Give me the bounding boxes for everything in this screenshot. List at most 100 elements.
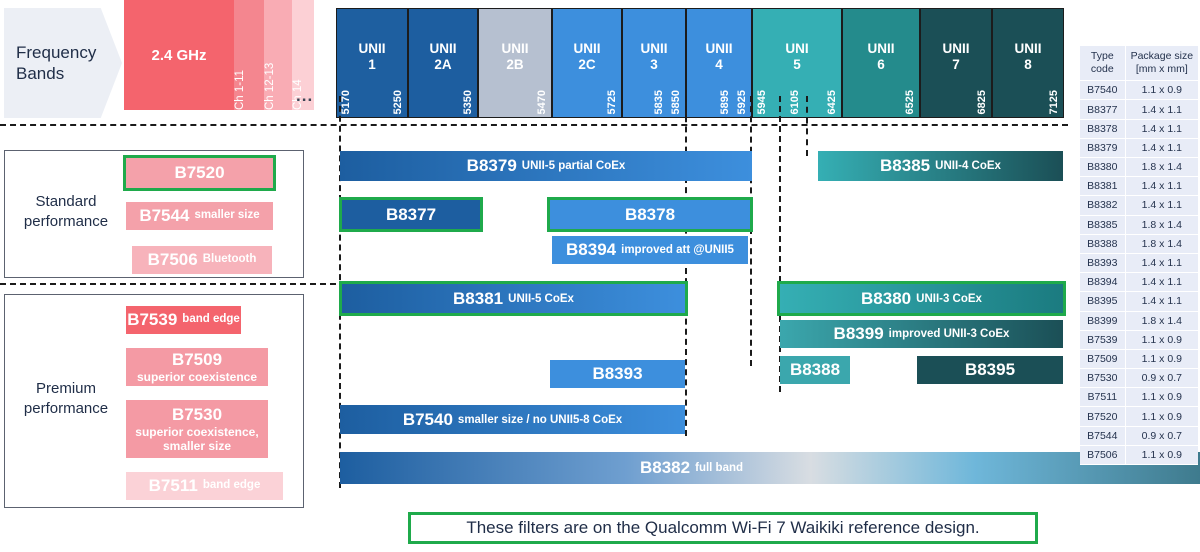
table-cell-type-code: B7544 [1087, 429, 1118, 442]
table-cell-type-code: B8388 [1087, 237, 1118, 250]
table-header-type-code: Type code [1080, 46, 1125, 80]
band-2ghz-main: 2.4 GHz [124, 0, 234, 110]
guide-5945 [779, 96, 781, 392]
band-header-name: UNII [867, 41, 895, 56]
filter-bar-b8378[interactable]: B8378 [547, 197, 753, 232]
table-cell-type-code: B7539 [1087, 333, 1118, 346]
filter-code: B8381 [453, 288, 504, 308]
table-row: B8399 1.8 x 1.4 [1080, 311, 1198, 331]
filter-code: B8393 [592, 364, 643, 383]
category-label-line1: Premium [35, 380, 96, 397]
part-code: B7511 [148, 475, 198, 495]
table-cell-type-code: B8377 [1087, 103, 1118, 116]
table-cell-type-code: B8378 [1087, 122, 1118, 135]
filter-code: B8399 [833, 324, 884, 343]
table-cell-type-code: B8380 [1087, 161, 1118, 174]
caption-text: These filters are on the Qualcomm Wi-Fi … [466, 518, 980, 537]
part-note: band edge [182, 313, 240, 326]
filter-note: full band [695, 462, 744, 474]
filter-bar-b8377[interactable]: B8377 [339, 197, 483, 232]
band-header-name: UNII [573, 41, 601, 56]
frequency-bands-label-line2: Bands [16, 64, 65, 83]
band-header-name: UNII [501, 41, 529, 56]
table-row: B7540 1.1 x 0.9 [1080, 81, 1198, 101]
filter-note: UNII-4 CoEx [935, 160, 1001, 172]
table-cell-package-size: 0.9 x 0.7 [1124, 426, 1198, 445]
band-header-name: UNII [640, 41, 668, 56]
band-2ghz-ch12-13: Ch 12-13 [264, 0, 292, 110]
part-code: B7509 [171, 349, 223, 369]
table-cell-package-size: 1.8 x 1.4 [1124, 234, 1198, 253]
table-cell-package-size: 1.8 x 1.4 [1124, 215, 1198, 234]
table-row: B8378 1.4 x 1.1 [1080, 119, 1198, 139]
category-label-line1: Standard [35, 193, 97, 210]
filter-code: B8377 [385, 204, 437, 224]
band-freq-tick-5895: 5895 [719, 89, 731, 114]
band-freq-tick-5250: 5250 [392, 89, 404, 114]
band-header-name: UNII [1014, 41, 1042, 56]
table-cell-package-size: 1.4 x 1.1 [1124, 119, 1198, 138]
band-freq-tick-5945: 5945 [756, 89, 768, 114]
table-cell-type-code: B8399 [1087, 314, 1118, 327]
table-cell-type-code: B8394 [1087, 276, 1118, 289]
band-freq-tick-6525: 6525 [904, 89, 916, 114]
band-freq-tick-6425: 6425 [826, 89, 838, 114]
filter-bar-b8395[interactable]: B8395 [917, 356, 1063, 384]
table-header-type-code-l2: code [1090, 63, 1114, 76]
filter-note: UNII-5 CoEx [508, 292, 574, 305]
divider-middle [0, 283, 336, 285]
part-note: superior coexistence, smaller size [135, 424, 259, 454]
table-row: B7544 0.9 x 0.7 [1080, 426, 1198, 446]
table-cell-type-code: B7520 [1087, 410, 1118, 423]
filter-code: B8379 [466, 156, 517, 175]
filter-bar-b8381[interactable]: B8381 UNII-5 CoEx [339, 281, 688, 316]
band-header-number: 7 [952, 56, 960, 72]
band-header-number: 1 [368, 56, 376, 72]
table-header-type-code-l1: Type [1090, 50, 1114, 62]
table-cell-type-code: B7530 [1087, 372, 1118, 385]
band-freq-tick-5850: 5850 [670, 89, 682, 114]
filter-bar-b8393[interactable]: B8393 [550, 360, 685, 388]
table-cell-package-size: 1.4 x 1.1 [1124, 138, 1198, 157]
band-header-number: 2B [506, 56, 524, 72]
table-cell-package-size: 1.1 x 0.9 [1124, 81, 1198, 100]
band-freq-tick-6105: 6105 [789, 89, 801, 114]
table-cell-type-code: B7540 [1087, 84, 1118, 97]
part-bar-b7520[interactable]: B7520 [123, 155, 276, 191]
table-cell-package-size: 1.1 x 0.9 [1124, 407, 1198, 426]
table-row: B7520 1.1 x 0.9 [1080, 407, 1198, 427]
filter-bar-b8388[interactable]: B8388 [780, 356, 850, 384]
part-code: B7544 [139, 205, 190, 225]
table-cell-package-size: 1.8 x 1.4 [1124, 311, 1198, 330]
